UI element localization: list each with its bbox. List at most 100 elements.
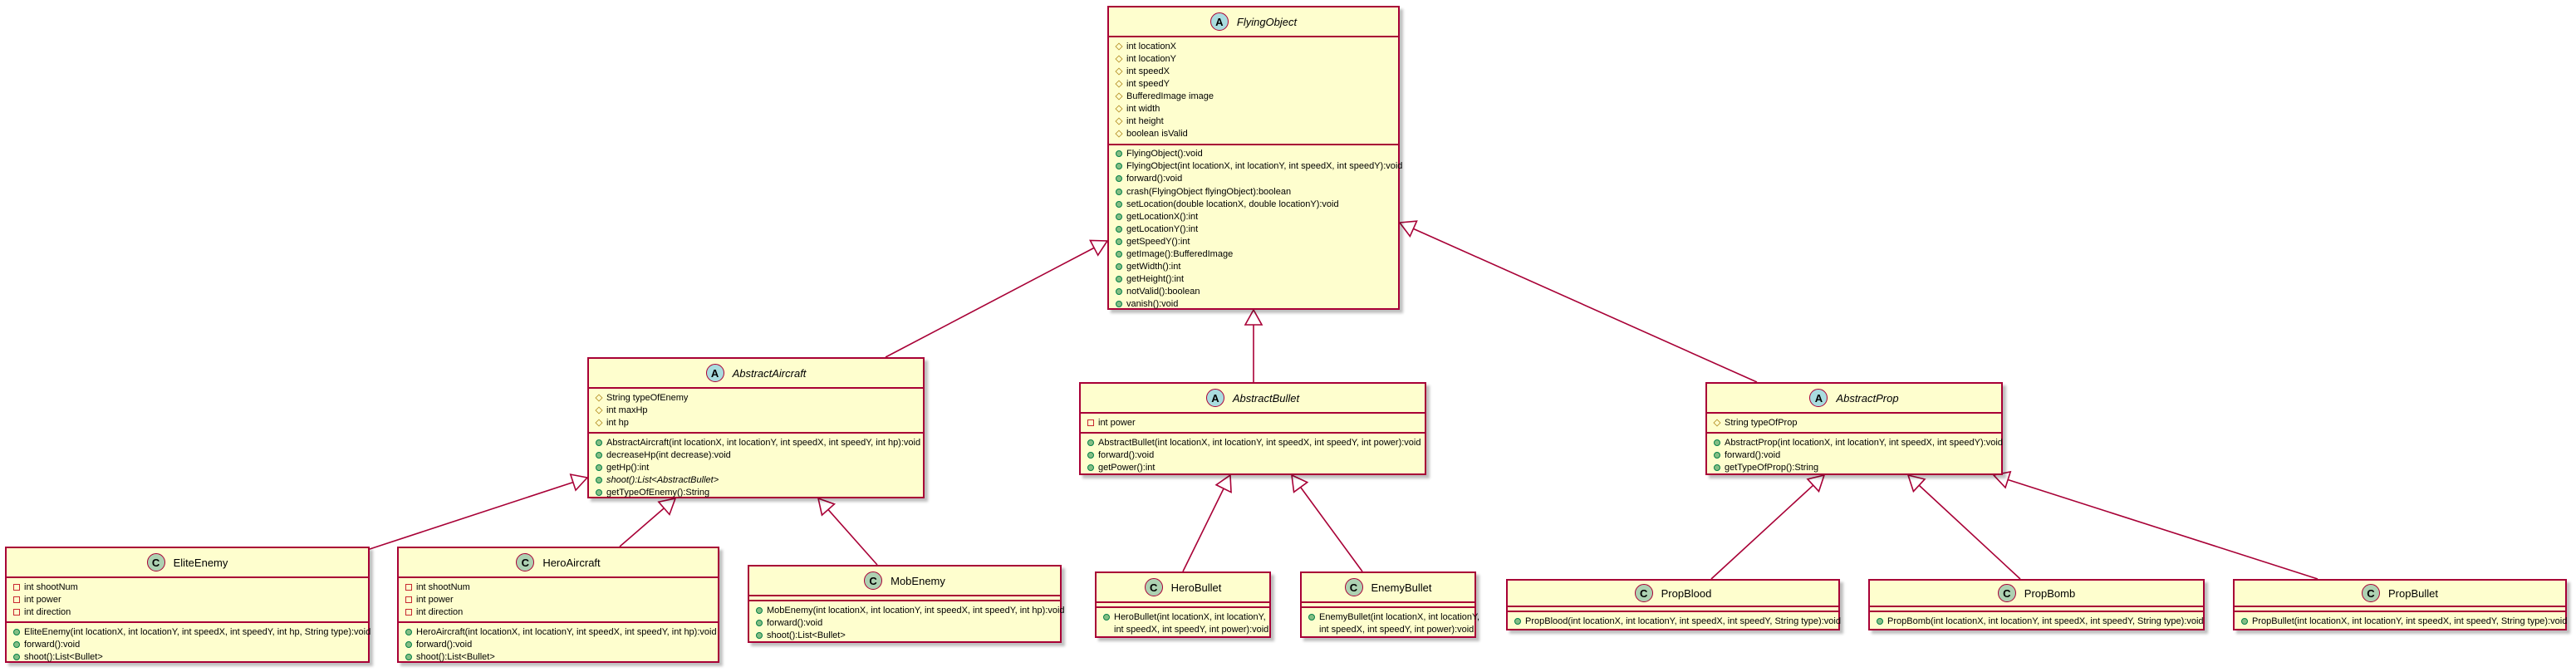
inheritance-arrowhead bbox=[1214, 473, 1232, 493]
public-visibility-icon bbox=[756, 619, 763, 626]
public-visibility-icon bbox=[1116, 225, 1122, 233]
member-text: int width bbox=[1126, 104, 1160, 115]
class-header: C PropBullet bbox=[2235, 581, 2565, 607]
class-header: C EliteEnemy bbox=[7, 548, 368, 578]
methods-section: MobEnemy(int locationX, int locationY, i… bbox=[749, 601, 1065, 645]
method-row: forward():void bbox=[1087, 449, 1418, 461]
field-row: int width bbox=[1115, 102, 1391, 115]
protected-visibility-icon bbox=[1115, 92, 1123, 101]
method-row: AbstractAircraft(int locationX, int loca… bbox=[596, 436, 920, 449]
public-visibility-icon bbox=[1116, 200, 1122, 208]
member-text: getSpeedY():int bbox=[1126, 236, 1190, 247]
field-row: int hp bbox=[595, 416, 916, 429]
member-text: String typeOfEnemy bbox=[606, 392, 689, 403]
abstract-class-badge-icon: A bbox=[1209, 12, 1229, 31]
public-visibility-icon bbox=[1087, 439, 1094, 446]
method-row: AbstractBullet(int locationX, int locati… bbox=[1087, 436, 1421, 449]
public-visibility-icon bbox=[1116, 251, 1122, 258]
class-mobenemy[interactable]: C MobEnemy MobEnemy(int locationX, int l… bbox=[748, 565, 1065, 645]
method-row: int speedX, int speedY, int power):void bbox=[1308, 623, 1474, 635]
method-row: AbstractProp(int locationX, int location… bbox=[1714, 436, 2003, 449]
methods-section: PropBlood(int locationX, int locationY, … bbox=[1508, 612, 1841, 630]
class-propbomb[interactable]: C PropBomb PropBomb(int locationX, int l… bbox=[1868, 579, 2205, 630]
class-propbullet[interactable]: C PropBullet PropBullet(int locationX, i… bbox=[2233, 579, 2567, 630]
methods-section: EnemyBullet(int locationX, int locationY… bbox=[1302, 608, 1479, 639]
abstract-class-badge-icon: A bbox=[1809, 389, 1828, 407]
member-text: int power bbox=[1098, 417, 1136, 428]
public-visibility-icon bbox=[1714, 439, 1720, 446]
class-header: C EnemyBullet bbox=[1302, 573, 1474, 603]
public-visibility-icon bbox=[1514, 617, 1521, 625]
class-name: MobEnemy bbox=[891, 574, 945, 587]
methods-section: EliteEnemy(int locationX, int locationY,… bbox=[7, 623, 370, 666]
class-abstractprop[interactable]: A AbstractProp String typeOfProp Abstrac… bbox=[1705, 382, 2003, 475]
member-text: PropBullet(int locationX, int locationY,… bbox=[2252, 616, 2568, 626]
methods-section: AbstractProp(int locationX, int location… bbox=[1707, 434, 2003, 477]
inheritance-line bbox=[1413, 228, 1758, 383]
member-text: getPower():int bbox=[1098, 462, 1156, 473]
field-row: int power bbox=[13, 593, 361, 606]
member-text: EnemyBullet(int locationX, int locationY… bbox=[1319, 611, 1480, 622]
field-row: int locationX bbox=[1115, 40, 1391, 52]
class-name: HeroBullet bbox=[1170, 581, 1222, 594]
inheritance-arrowhead bbox=[569, 473, 589, 492]
inheritance-line bbox=[2007, 478, 2318, 580]
method-row: MobEnemy(int locationX, int locationY, i… bbox=[756, 604, 1065, 616]
member-text: boolean isValid bbox=[1126, 129, 1188, 140]
field-row: int direction bbox=[13, 606, 361, 618]
member-text: shoot():List<Bullet> bbox=[416, 652, 495, 663]
method-row: forward():void bbox=[13, 638, 361, 650]
class-name: AbstractAircraft bbox=[732, 366, 807, 380]
public-visibility-icon bbox=[596, 464, 602, 472]
protected-visibility-icon bbox=[1115, 105, 1123, 113]
fields-section bbox=[1870, 607, 2203, 612]
private-visibility-icon bbox=[405, 583, 412, 591]
public-visibility-icon bbox=[2241, 617, 2248, 625]
method-row: vanish():void bbox=[1116, 298, 1391, 311]
class-abstractbullet[interactable]: A AbstractBullet int power AbstractBulle… bbox=[1079, 382, 1426, 475]
public-visibility-icon bbox=[1103, 613, 1110, 620]
member-text: forward():void bbox=[1126, 174, 1183, 184]
class-propblood[interactable]: C PropBlood PropBlood(int locationX, int… bbox=[1506, 579, 1841, 630]
public-visibility-icon bbox=[1116, 301, 1122, 308]
method-row: getTypeOfProp():String bbox=[1714, 461, 1995, 473]
class-badge-icon: C bbox=[864, 571, 883, 590]
member-text: getTypeOfProp():String bbox=[1725, 462, 1819, 473]
member-text: int locationY bbox=[1126, 53, 1176, 64]
class-name: PropBullet bbox=[2388, 586, 2438, 600]
method-row: getWidth():int bbox=[1116, 261, 1391, 273]
class-header: C MobEnemy bbox=[749, 567, 1060, 596]
methods-section: PropBomb(int locationX, int locationY, i… bbox=[1870, 612, 2204, 630]
public-visibility-icon bbox=[1087, 464, 1094, 471]
member-text: forward():void bbox=[24, 639, 81, 650]
public-visibility-icon bbox=[1116, 213, 1122, 220]
member-text: int direction bbox=[416, 606, 464, 617]
class-name: EnemyBullet bbox=[1371, 581, 1432, 594]
fields-section: String typeOfProp bbox=[1707, 414, 2001, 434]
member-text: int locationX bbox=[1126, 41, 1176, 52]
field-row: int maxHp bbox=[595, 404, 916, 416]
class-name: AbstractProp bbox=[1836, 391, 1899, 405]
class-enemybullet[interactable]: C EnemyBullet EnemyBullet(int locationX,… bbox=[1300, 571, 1479, 639]
member-text: setLocation(double locationX, double loc… bbox=[1126, 199, 1339, 209]
abstract-class-badge-icon: A bbox=[705, 364, 724, 382]
class-header: A AbstractProp bbox=[1707, 384, 2001, 414]
class-name: HeroAircraft bbox=[542, 556, 601, 569]
public-visibility-icon bbox=[1116, 238, 1122, 245]
member-text: forward():void bbox=[416, 639, 473, 650]
method-row: FlyingObject():void bbox=[1116, 148, 1391, 160]
public-visibility-icon bbox=[756, 606, 763, 614]
class-herobullet[interactable]: C HeroBullet HeroBullet(int locationX, i… bbox=[1095, 571, 1271, 638]
field-row: BufferedImage image bbox=[1115, 90, 1391, 102]
member-text: int shootNum bbox=[24, 581, 78, 592]
method-row: getHp():int bbox=[596, 461, 916, 473]
method-row: shoot():List<Bullet> bbox=[756, 629, 1053, 641]
public-visibility-icon bbox=[405, 654, 412, 661]
field-row: int shootNum bbox=[405, 581, 711, 593]
protected-visibility-icon bbox=[1115, 55, 1123, 63]
